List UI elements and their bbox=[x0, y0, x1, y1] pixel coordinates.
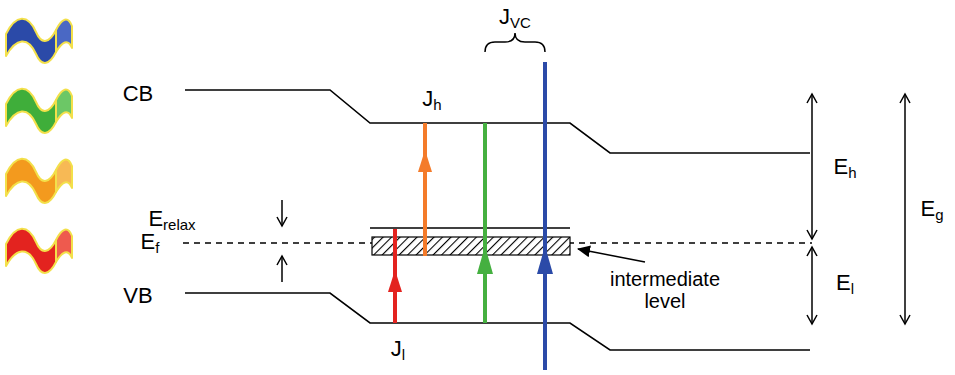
band-name: CB bbox=[123, 82, 154, 106]
green-photon bbox=[6, 89, 72, 133]
el-dimension bbox=[811, 247, 813, 324]
blue-transition bbox=[543, 62, 547, 370]
eh-dimension bbox=[811, 94, 813, 239]
relax-arrow bbox=[281, 200, 283, 226]
red-arrowhead bbox=[388, 270, 402, 292]
leader-arrow bbox=[578, 249, 645, 262]
photon-icons bbox=[6, 19, 72, 273]
eg-dimension bbox=[904, 94, 906, 324]
brace bbox=[485, 33, 545, 52]
intermediate-level bbox=[372, 237, 570, 255]
energy-label: Ef bbox=[141, 230, 160, 257]
blue-arrowhead bbox=[537, 246, 553, 274]
current-label: JVC bbox=[499, 5, 531, 32]
orange-photon bbox=[6, 159, 72, 203]
current-label: Jl bbox=[391, 337, 405, 364]
valence-band bbox=[185, 293, 810, 350]
orange-transition bbox=[423, 123, 427, 256]
energy-label: El bbox=[836, 271, 854, 298]
band-name: VB bbox=[123, 284, 152, 308]
energy-label: Eg bbox=[920, 197, 943, 224]
level-label: intermediate level bbox=[605, 268, 725, 312]
green-transition bbox=[483, 123, 487, 323]
energy-label: Eh bbox=[833, 155, 856, 182]
current-label: Jh bbox=[422, 87, 441, 114]
conduction-band bbox=[185, 90, 810, 153]
relax-arrow bbox=[281, 256, 283, 282]
transitions bbox=[388, 62, 553, 370]
relax-level bbox=[370, 227, 570, 229]
red-photon bbox=[6, 229, 72, 273]
orange-arrowhead bbox=[418, 150, 432, 172]
green-arrowhead bbox=[477, 246, 493, 274]
blue-photon bbox=[6, 19, 72, 63]
energy-label: Erelax bbox=[148, 207, 195, 234]
